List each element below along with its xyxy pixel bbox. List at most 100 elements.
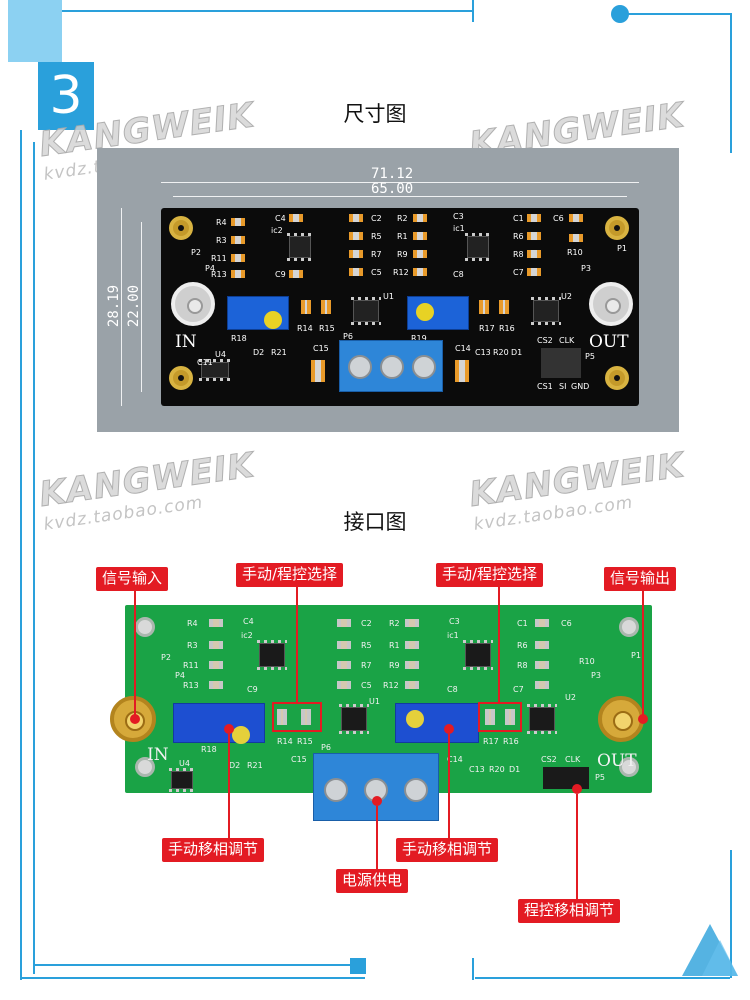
callout-line bbox=[448, 734, 450, 838]
pad bbox=[405, 681, 419, 689]
label-gnd: GND bbox=[571, 382, 590, 391]
pad bbox=[209, 619, 223, 627]
height-outer-label: 28.19 bbox=[106, 284, 123, 328]
label-r3: R3 bbox=[216, 236, 227, 245]
pad bbox=[499, 300, 509, 314]
callout-line bbox=[296, 587, 298, 702]
label-r12: R12 bbox=[393, 268, 409, 277]
label-c15: C15 bbox=[313, 344, 329, 353]
label-r15: R15 bbox=[319, 324, 335, 333]
label-r2: R2 bbox=[397, 214, 408, 223]
pad bbox=[413, 250, 427, 258]
label-d1: D1 bbox=[509, 765, 521, 774]
label-r17: R17 bbox=[479, 324, 495, 333]
frame-line-top bbox=[62, 10, 472, 12]
label-r7: R7 bbox=[371, 250, 382, 259]
label-p1: P1 bbox=[617, 244, 627, 253]
label-u2: U2 bbox=[565, 693, 576, 702]
pad bbox=[535, 661, 549, 669]
label-r8: R8 bbox=[513, 250, 524, 259]
mount-hole bbox=[619, 617, 639, 637]
screw bbox=[404, 778, 428, 802]
frame-line-bottom bbox=[20, 977, 365, 979]
label-r10: R10 bbox=[567, 248, 583, 257]
pad bbox=[231, 236, 245, 244]
label-r15: R15 bbox=[297, 737, 313, 746]
callout-dot bbox=[638, 714, 648, 724]
label-r11: R11 bbox=[183, 661, 199, 670]
pad bbox=[527, 232, 541, 240]
label-c6: C6 bbox=[553, 214, 564, 223]
label-c3: C3 bbox=[453, 212, 464, 221]
pad bbox=[349, 232, 363, 240]
label-cs2: CS2 bbox=[541, 755, 557, 764]
sma-in-connector bbox=[171, 282, 215, 326]
label-r14: R14 bbox=[277, 737, 293, 746]
label-r13: R13 bbox=[211, 270, 227, 279]
frame-line-right bbox=[730, 13, 732, 153]
ic1-chip bbox=[465, 233, 491, 261]
pad bbox=[413, 232, 427, 240]
pad bbox=[337, 681, 351, 689]
mount-hole bbox=[169, 366, 193, 390]
pad bbox=[535, 681, 549, 689]
pad bbox=[535, 619, 549, 627]
label-u1: U1 bbox=[369, 697, 380, 706]
pad bbox=[349, 268, 363, 276]
mount-hole bbox=[605, 366, 629, 390]
label-ic1: ic1 bbox=[447, 631, 459, 640]
screw bbox=[348, 355, 372, 379]
label-r13: R13 bbox=[183, 681, 199, 690]
label-c3: C3 bbox=[449, 617, 460, 626]
callout-signal-in: 信号输入 bbox=[96, 567, 169, 591]
width-inner-label: 65.00 bbox=[371, 181, 414, 197]
frame-line-top-right bbox=[620, 13, 732, 15]
callout-line bbox=[498, 587, 500, 702]
label-r20: R20 bbox=[493, 348, 509, 357]
pot-knob bbox=[264, 311, 282, 329]
frame-dot-top-right bbox=[611, 5, 629, 23]
ic2-chip bbox=[287, 233, 313, 261]
label-r1: R1 bbox=[389, 641, 400, 650]
label-r16: R16 bbox=[503, 737, 519, 746]
label-r12: R12 bbox=[383, 681, 399, 690]
label-r4: R4 bbox=[216, 218, 227, 227]
label-p2: P2 bbox=[191, 248, 201, 257]
section-number-badge: 3 bbox=[38, 62, 94, 130]
label-c4: C4 bbox=[243, 617, 254, 626]
screw bbox=[380, 355, 404, 379]
dimension-title: 尺寸图 bbox=[343, 102, 407, 126]
ic2-chip bbox=[257, 640, 287, 670]
dimension-photo: 71.12 65.00 28.19 22.00 IN OUT R4 R3 R11… bbox=[97, 148, 679, 432]
callout-line bbox=[134, 591, 136, 717]
frame-line-left-inner bbox=[33, 142, 35, 974]
callout-power: 电源供电 bbox=[336, 869, 409, 893]
label-r21: R21 bbox=[271, 348, 287, 357]
callout-dot bbox=[224, 724, 234, 734]
label-d2: D2 bbox=[253, 348, 265, 357]
pad bbox=[321, 300, 331, 314]
label-r21: R21 bbox=[247, 761, 263, 770]
pad bbox=[535, 641, 549, 649]
dim-line-left-outer bbox=[121, 208, 122, 406]
mount-hole bbox=[605, 216, 629, 240]
black-pcb: IN OUT R4 R3 R11 R13 P2 P4 C4 ic2 C9 C2 … bbox=[161, 208, 639, 406]
pad bbox=[209, 661, 223, 669]
label-r11: R11 bbox=[211, 254, 227, 263]
label-r14: R14 bbox=[297, 324, 313, 333]
callout-dot bbox=[444, 724, 454, 734]
pad bbox=[277, 709, 287, 725]
u4-chip bbox=[199, 359, 231, 381]
label-ic2: ic2 bbox=[241, 631, 253, 640]
label-cs1: CS1 bbox=[537, 382, 553, 391]
label-r6: R6 bbox=[513, 232, 524, 241]
pad bbox=[413, 268, 427, 276]
out-label: OUT bbox=[597, 751, 637, 771]
pad bbox=[505, 709, 515, 725]
mount-hole bbox=[135, 757, 155, 777]
frame-tick-top bbox=[472, 0, 474, 22]
label-r17: R17 bbox=[483, 737, 499, 746]
pad bbox=[289, 270, 303, 278]
frame-square-bottom bbox=[350, 958, 366, 974]
label-p3: P3 bbox=[591, 671, 601, 680]
